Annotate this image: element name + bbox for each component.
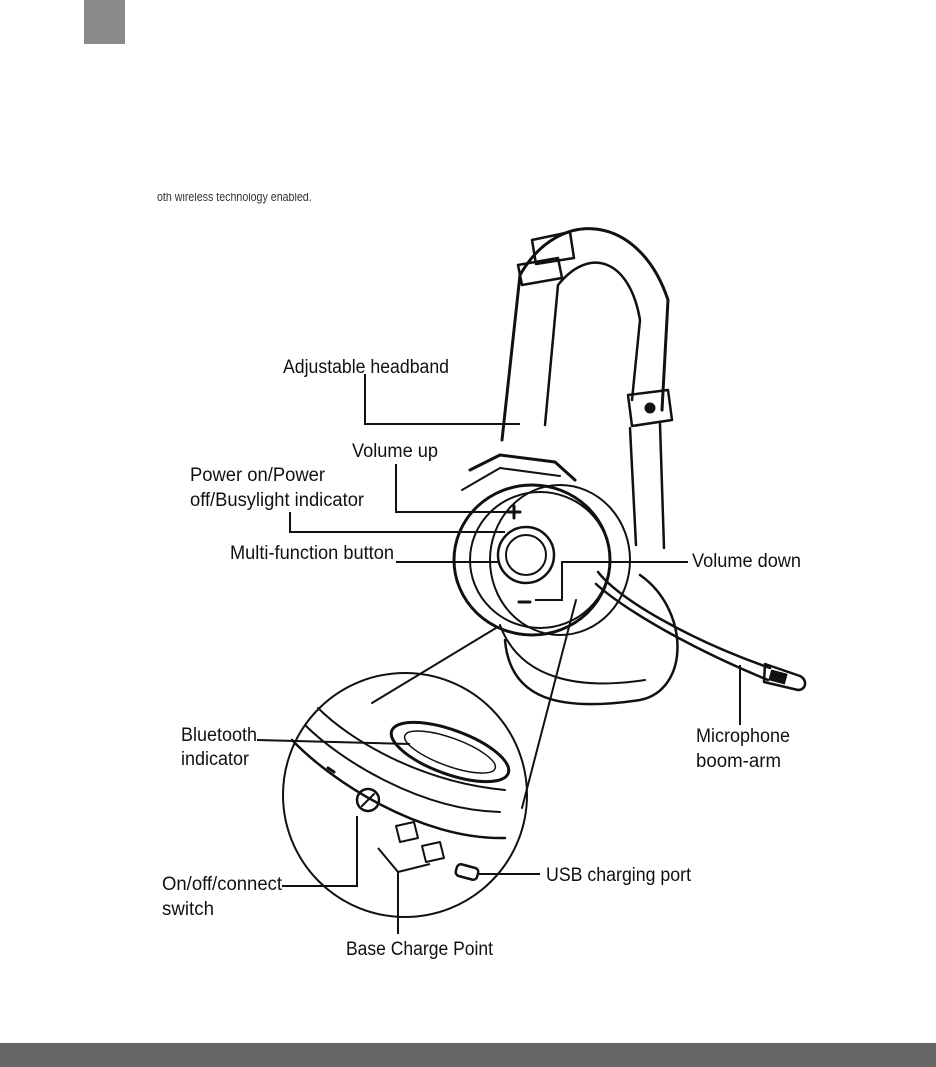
label-power-line2: off/Busylight indicator (190, 490, 365, 511)
label-multi-function: Multi-function button (230, 543, 394, 564)
label-volume-up: Volume up (352, 441, 438, 462)
boom-arm (596, 572, 770, 680)
headband-inner (545, 263, 640, 425)
earcup-outer-ring (454, 485, 610, 635)
label-switch-line1: On/off/connect (162, 874, 283, 895)
label-usb-port: USB charging port (546, 865, 692, 886)
leader-volume-down (535, 562, 688, 600)
label-volume-down: Volume down (692, 551, 801, 572)
headband-outer (502, 229, 668, 440)
label-microphone-line1: Microphone (696, 726, 790, 747)
ear-cushion (505, 575, 678, 704)
callout-labels: Adjustable headband Volume up Power on/P… (162, 357, 801, 960)
leader-lines (257, 374, 740, 934)
label-bluetooth-line1: Bluetooth (181, 725, 257, 746)
footer-bar (0, 1043, 936, 1067)
charge-contact-2 (422, 842, 444, 862)
charge-contact-1 (396, 822, 418, 842)
leader-bluetooth (257, 740, 410, 744)
label-power-line1: Power on/Power (190, 465, 326, 486)
label-bluetooth-line2: indicator (181, 749, 250, 770)
multi-function-inner (506, 535, 546, 575)
headset-illustration (283, 229, 805, 917)
headband-pivot (645, 403, 655, 413)
leader-base-charge (378, 848, 430, 934)
bluetooth-led-window (384, 710, 516, 794)
leader-switch (282, 816, 357, 886)
leader-volume-up (396, 464, 506, 512)
zoom-line-left (372, 628, 496, 703)
label-base-charge: Base Charge Point (346, 939, 494, 960)
leader-adjustable-headband (365, 374, 520, 424)
label-switch-line2: switch (162, 899, 214, 920)
label-microphone-line2: boom-arm (696, 751, 781, 772)
zoom-line-right (522, 600, 576, 808)
label-adjustable-headband: Adjustable headband (283, 357, 449, 378)
usb-port-shape (455, 863, 479, 880)
leader-power (290, 512, 505, 532)
